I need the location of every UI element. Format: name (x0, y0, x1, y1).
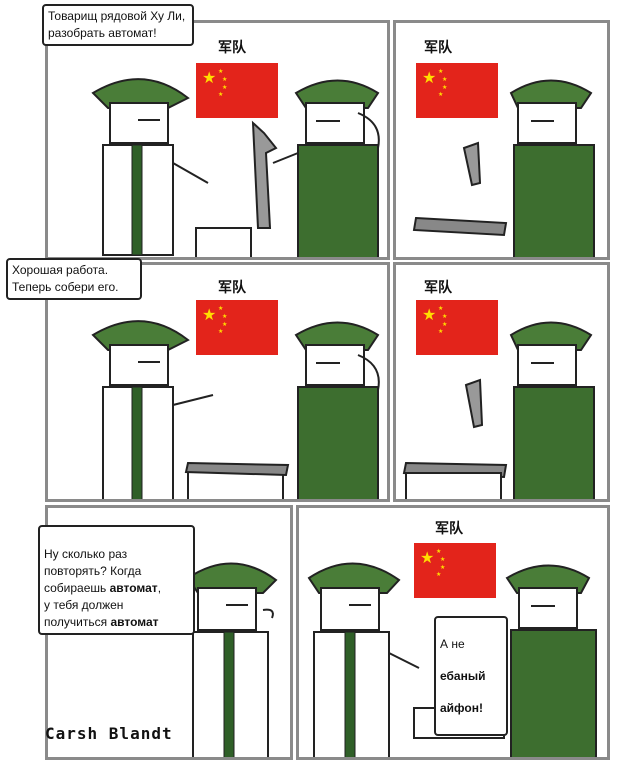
bubble-line: ебаный (440, 669, 486, 683)
svg-text:★: ★ (422, 70, 436, 87)
bubble-text: , у тебя должен получиться (44, 581, 162, 629)
svg-text:★: ★ (218, 91, 223, 98)
svg-text:★: ★ (436, 571, 441, 578)
china-flag (196, 63, 278, 118)
panel-1-art: ★ ★ ★ ★ ★ (91, 63, 380, 257)
svg-text:★: ★ (438, 305, 443, 312)
army-label: 军队 (218, 40, 246, 56)
panel-6: ★ ★ ★ ★ ★ 军队 А не ебаный айфон! (296, 505, 610, 760)
svg-text:★: ★ (222, 321, 227, 328)
panel-1: ★ ★ ★ ★ ★ 军队 (45, 20, 390, 260)
svg-text:★: ★ (442, 76, 447, 83)
svg-text:★: ★ (222, 84, 227, 91)
china-flag (196, 300, 278, 355)
bubble-bold-word: автомат (110, 615, 159, 629)
svg-text:★: ★ (442, 321, 447, 328)
svg-text:★: ★ (438, 91, 443, 98)
army-label: 军队 (424, 280, 452, 296)
panel-4-art: ★ ★ ★ ★ ★ (402, 300, 595, 499)
panel-2-art: ★ ★ ★ ★ ★ (412, 63, 595, 257)
svg-text:★: ★ (440, 564, 445, 571)
china-flag (416, 63, 498, 118)
army-label: 军队 (435, 521, 463, 537)
panel-4: ★ ★ ★ ★ ★ 军队 (393, 262, 610, 502)
svg-text:★: ★ (442, 313, 447, 320)
army-label: 军队 (218, 280, 246, 296)
bubble-text: Ну сколько раз повторять? Когда собираеш… (44, 547, 142, 595)
svg-text:★: ★ (438, 328, 443, 335)
speech-bubble-3: Хорошая работа. Теперь собери его. (6, 258, 142, 300)
bubble-bold-word: автомат (109, 581, 158, 595)
panel-3-art: ★ ★ ★ ★ ★ (91, 300, 380, 499)
svg-text:★: ★ (442, 84, 447, 91)
svg-text:★: ★ (218, 328, 223, 335)
speech-bubble-6: А не ебаный айфон! (434, 616, 508, 736)
svg-text:★: ★ (422, 307, 436, 324)
svg-text:★: ★ (222, 76, 227, 83)
svg-text:★: ★ (438, 68, 443, 75)
panel-5-art (186, 562, 278, 757)
svg-text:★: ★ (218, 305, 223, 312)
panel-3: ★ ★ ★ ★ ★ 军队 (45, 262, 390, 502)
speech-bubble-5: Ну сколько раз повторять? Когда собираеш… (38, 525, 195, 635)
svg-text:★: ★ (202, 307, 216, 324)
speech-bubble-1: Товарищ рядовой Ху Ли, разобрать автомат… (42, 4, 194, 46)
svg-text:★: ★ (222, 313, 227, 320)
china-flag (416, 300, 498, 355)
svg-text:★: ★ (436, 548, 441, 555)
bubble-line: А не (440, 637, 465, 651)
panel-2: ★ ★ ★ ★ ★ 军队 (393, 20, 610, 260)
svg-text:★: ★ (218, 68, 223, 75)
army-label: 军队 (424, 40, 452, 56)
china-flag (414, 543, 496, 598)
artist-signature: Carsh Blandt (45, 724, 173, 743)
bubble-line: айфон! (440, 701, 483, 715)
svg-text:★: ★ (202, 70, 216, 87)
svg-text:★: ★ (440, 556, 445, 563)
svg-text:★: ★ (420, 550, 434, 567)
